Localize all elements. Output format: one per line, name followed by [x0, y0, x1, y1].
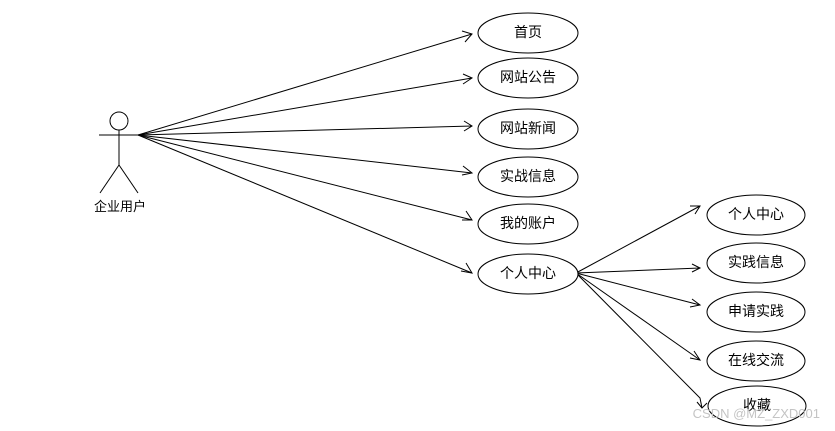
arrowhead-news	[463, 120, 473, 132]
use-case-home-label: 首页	[514, 25, 542, 41]
use-case-sub-practice-info-ellipse	[706, 242, 806, 284]
arrowhead-notice	[462, 73, 474, 85]
arrowhead-apply-practice	[689, 298, 702, 308]
use-case-sub-personal-center: 个人中心	[706, 194, 806, 236]
use-case-sub-personal-center-ellipse	[706, 194, 806, 236]
assoc-practice-info	[137, 134, 473, 174]
assoc-my-account	[137, 134, 473, 221]
use-case-practice-info-ellipse	[477, 156, 579, 198]
use-case-apply-practice: 申请实践	[706, 291, 806, 333]
arrowhead-practice-info	[461, 165, 474, 176]
use-case-online-chat-label: 在线交流	[728, 352, 784, 369]
assoc-online-chat	[575, 272, 701, 361]
use-case-notice: 网站公告	[477, 57, 579, 99]
assoc-apply-practice	[575, 272, 701, 306]
use-case-favorites-ellipse	[707, 385, 807, 427]
actor-right-leg	[118, 164, 139, 194]
actor-left-leg	[99, 164, 120, 194]
use-case-my-account-label: 我的账户	[500, 215, 556, 232]
use-case-my-account: 我的账户	[477, 203, 579, 245]
arrowhead-personal-center	[460, 262, 473, 274]
personal-center-associations	[575, 205, 708, 409]
assoc-notice	[137, 77, 473, 136]
assoc-sub-personal-center	[575, 205, 701, 274]
use-case-my-account-ellipse	[477, 203, 579, 245]
watermark: CSDN @MZ_ZXD001	[693, 406, 820, 421]
use-case-online-chat: 在线交流	[706, 340, 806, 382]
use-case-personal-center: 个人中心	[477, 253, 579, 295]
arrowhead-favorites	[696, 401, 708, 409]
use-case-sub-practice-info: 实践信息	[706, 242, 806, 284]
use-case-news-ellipse	[477, 108, 579, 150]
assoc-home	[137, 33, 473, 136]
use-case-news-label: 网站新闻	[500, 121, 556, 137]
actor: 企业用户	[94, 111, 146, 215]
use-case-notice-ellipse	[477, 57, 579, 99]
use-case-apply-practice-label: 申请实践	[728, 304, 784, 320]
use-case-home-ellipse	[477, 12, 579, 54]
use-case-home: 首页	[477, 12, 579, 54]
use-case-practice-info-label: 实战信息	[500, 168, 556, 185]
use-case-practice-info: 实战信息	[477, 156, 579, 198]
arrowhead-sub-personal-center	[690, 205, 701, 215]
actor-associations	[137, 30, 474, 274]
assoc-personal-center	[137, 134, 473, 274]
use-case-news: 网站新闻	[477, 108, 579, 150]
use-case-favorites: 收藏	[707, 385, 807, 427]
assoc-sub-practice-info	[575, 267, 701, 274]
actor-label: 企业用户	[94, 199, 146, 215]
use-case-sub-practice-info-label: 实践信息	[728, 254, 784, 271]
use-case-personal-center-label: 个人中心	[500, 266, 556, 282]
arrowhead-online-chat	[689, 350, 702, 361]
use-case-apply-practice-ellipse	[706, 291, 806, 333]
use-case-sub-personal-center-label: 个人中心	[728, 207, 784, 223]
arrowhead-sub-practice-info	[691, 263, 702, 273]
arrowhead-my-account	[462, 210, 473, 221]
use-case-personal-center-ellipse	[477, 253, 579, 295]
arrowhead-home	[461, 30, 473, 43]
use-case-notice-label: 网站公告	[500, 70, 556, 86]
actor-head	[109, 111, 129, 131]
use-case-favorites-label: 收藏	[743, 398, 771, 414]
use-case-online-chat-ellipse	[706, 340, 806, 382]
assoc-news	[137, 125, 473, 136]
assoc-favorites	[575, 272, 703, 409]
